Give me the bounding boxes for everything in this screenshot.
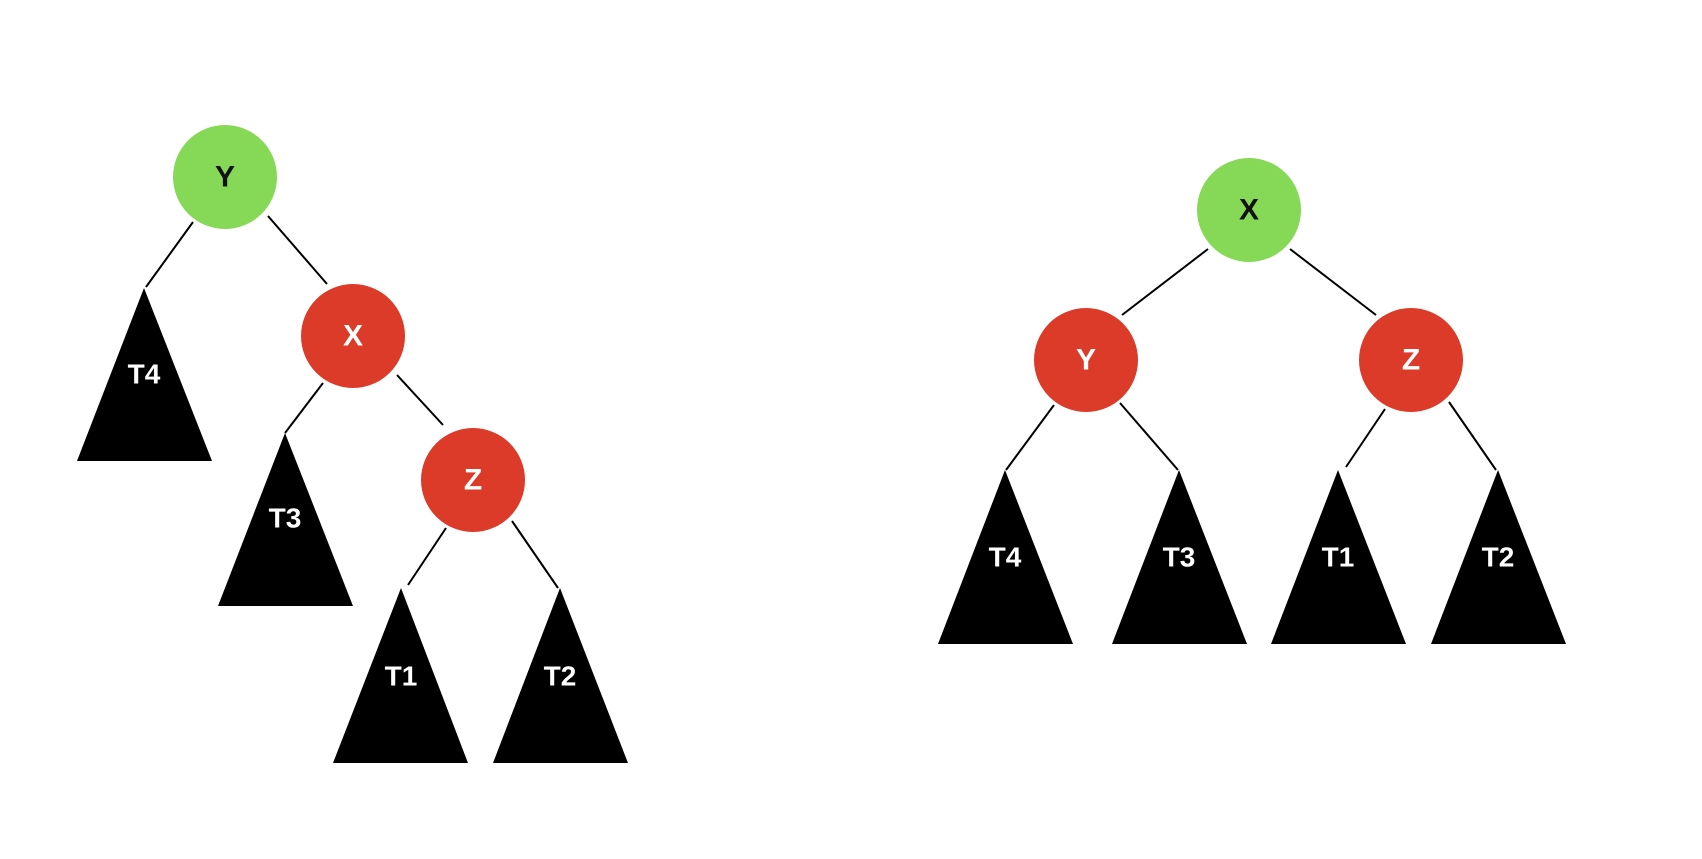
edge-z-t1	[407, 527, 447, 586]
subtree-t4-label: T4	[128, 359, 161, 390]
left-tree: T4 T3 T1 T2 Y X	[77, 125, 628, 763]
node-z-circle	[421, 428, 525, 532]
subtree-t4: T4	[77, 288, 212, 461]
subtree-t1-label: T1	[385, 661, 418, 692]
subtree-t1-triangle	[1271, 470, 1406, 644]
subtree-t3-triangle	[1112, 470, 1247, 644]
edge-x-y	[1121, 248, 1209, 316]
subtree-t1: T1	[1271, 470, 1406, 644]
node-z-label: Z	[1402, 344, 1420, 377]
node-y-label: Y	[1076, 344, 1096, 377]
subtree-t3-triangle	[218, 433, 353, 606]
edge-x-z	[396, 374, 444, 426]
node-y: Y	[173, 125, 277, 229]
subtree-t3: T3	[1112, 470, 1247, 644]
subtree-t2: T2	[493, 588, 628, 763]
node-x: X	[301, 284, 405, 388]
node-x-circle	[1197, 158, 1301, 262]
node-z-circle	[1359, 308, 1463, 412]
subtree-t1: T1	[333, 588, 468, 763]
edge-x-t3	[284, 382, 324, 434]
edge-y-t4	[1005, 404, 1055, 471]
subtree-t4: T4	[938, 470, 1073, 644]
node-y-circle	[1034, 308, 1138, 412]
node-x-label: X	[343, 320, 363, 353]
subtree-t4-triangle	[77, 288, 212, 461]
subtree-t2-label: T2	[544, 661, 577, 692]
edge-x-z	[1289, 248, 1377, 316]
subtree-t4-triangle	[938, 470, 1073, 644]
subtree-t2-triangle	[1431, 470, 1566, 644]
subtree-t3: T3	[218, 433, 353, 606]
node-z: Z	[1359, 308, 1463, 412]
subtree-t1-triangle	[333, 588, 468, 763]
subtree-t3-label: T3	[1163, 542, 1196, 573]
edge-y-t4	[145, 221, 194, 288]
subtree-t2-label: T2	[1482, 542, 1515, 573]
node-y-label: Y	[215, 161, 235, 194]
node-y-circle	[173, 125, 277, 229]
edge-z-t2	[1448, 401, 1497, 471]
right-tree: T4 T3 T1 T2 X Y	[938, 158, 1566, 644]
edge-y-x	[267, 215, 328, 285]
node-x: X	[1197, 158, 1301, 262]
edge-z-t2	[511, 520, 559, 589]
subtree-t3-label: T3	[269, 503, 302, 534]
node-x-circle	[301, 284, 405, 388]
subtree-t2: T2	[1431, 470, 1566, 644]
subtree-t1-label: T1	[1322, 542, 1355, 573]
node-z: Z	[421, 428, 525, 532]
edge-z-t1	[1345, 408, 1386, 468]
subtree-t4-label: T4	[989, 542, 1022, 573]
edge-y-t3	[1119, 402, 1179, 471]
node-x-label: X	[1239, 194, 1259, 227]
node-z-label: Z	[464, 464, 482, 497]
node-y: Y	[1034, 308, 1138, 412]
subtree-t2-triangle	[493, 588, 628, 763]
